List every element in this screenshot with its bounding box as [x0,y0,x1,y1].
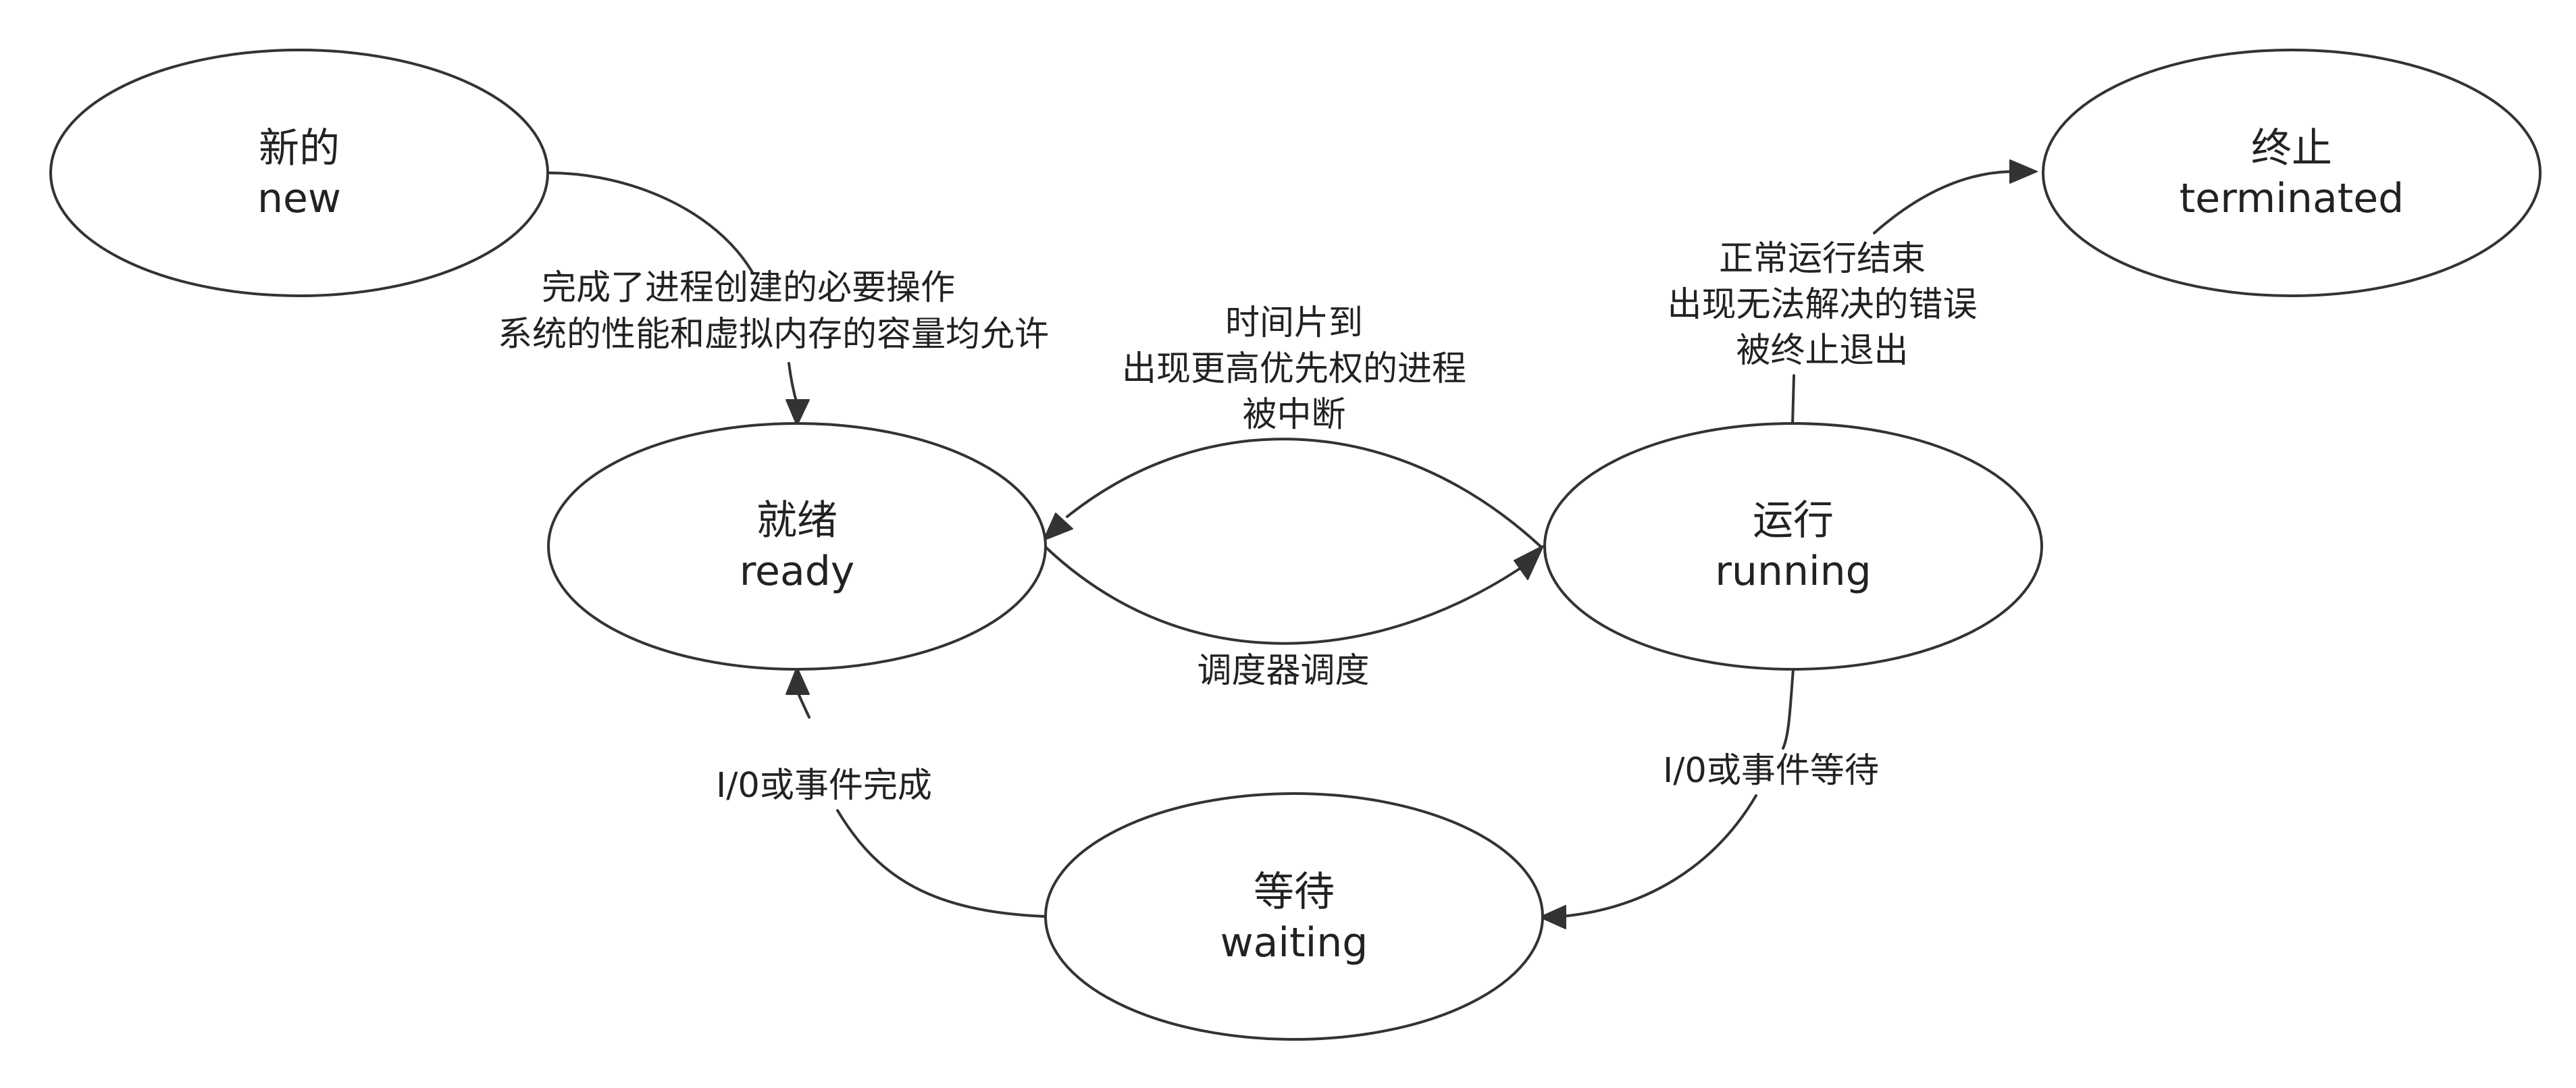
edge-running-to-terminated-arrowhead [2009,159,2038,184]
state-ready-ellipse [547,422,1047,671]
state-waiting: 等待 waiting [1044,792,1544,1041]
state-terminated-label-cn: 终止 [2251,125,2332,172]
edge-label-running-to-terminated: 正常运行结束 出现无法解决的错误 被终止退出 [1667,239,1977,371]
edge-label-running-to-waiting: I/0或事件等待 [1663,751,1879,791]
state-running-label-en: running [1715,548,1872,595]
state-ready: 就绪 ready [547,422,1047,671]
edge-label-waiting-to-ready: I/0或事件完成 [716,766,932,806]
state-waiting-label-cn: 等待 [1254,869,1335,916]
edge-running-to-ready-line [1066,438,1543,548]
edge-label-new-to-ready-line1: 完成了进程创建的必要操作 [542,268,955,308]
state-running: 运行 running [1543,422,2043,671]
edge-label-ready-to-running-line1: 调度器调度 [1197,651,1369,691]
edge-label-running-to-waiting-line1: I/0或事件等待 [1663,751,1879,791]
state-terminated-label-en: terminated [2180,175,2404,222]
edge-ready-to-running-line [1044,546,1521,645]
edge-ready-to-running [1044,545,1544,645]
state-new: 新的 new [49,49,549,297]
edge-label-new-to-ready: 完成了进程创建的必要操作 系统的性能和虚拟内存的容量均允许 [498,268,1049,355]
state-new-label-en: new [257,175,341,222]
state-running-label-cn: 运行 [1753,497,1834,544]
edge-running-to-waiting [1539,667,1795,929]
edge-waiting-to-ready-arrowhead [785,667,810,695]
edge-label-new-to-ready-line2: 系统的性能和虚拟内存的容量均允许 [498,315,1049,355]
edge-label-running-to-ready: 时间片到 出现更高优先权的进程 被中断 [1122,303,1466,435]
state-ready-label-cn: 就绪 [756,497,838,544]
state-new-ellipse [49,49,549,297]
edge-running-to-terminated-line [1791,170,2013,425]
state-terminated-ellipse [2042,49,2542,297]
state-new-label-cn: 新的 [259,125,340,172]
state-running-ellipse [1543,422,2043,671]
edge-label-running-to-ready-line3: 被中断 [1242,395,1345,435]
edge-running-to-waiting-line [1560,667,1795,918]
edge-label-waiting-to-ready-line1: I/0或事件完成 [716,766,932,806]
edge-label-running-to-terminated-line1: 正常运行结束 [1719,239,1926,279]
edge-running-to-terminated [1791,159,2038,425]
edge-label-ready-to-running: 调度器调度 [1197,651,1369,691]
edge-running-to-ready [1043,438,1543,548]
state-waiting-ellipse [1044,792,1544,1041]
state-terminated: 终止 terminated [2042,49,2542,297]
edge-new-to-ready-arrowhead [785,399,810,426]
edge-ready-to-running-arrowhead [1514,545,1544,580]
edge-waiting-to-ready [785,667,1047,918]
edge-label-running-to-terminated-line2: 出现无法解决的错误 [1667,285,1977,325]
state-ready-label-en: ready [740,548,855,595]
edge-label-running-to-ready-line2: 出现更高优先权的进程 [1122,349,1466,389]
edge-running-to-ready-arrowhead [1043,513,1073,541]
edge-running-to-waiting-arrowhead [1539,905,1566,929]
state-waiting-label-en: waiting [1220,919,1368,966]
edge-new-to-ready [548,172,810,426]
edge-label-running-to-terminated-line3: 被终止退出 [1736,331,1908,371]
edge-label-running-to-ready-line1: 时间片到 [1225,303,1363,343]
